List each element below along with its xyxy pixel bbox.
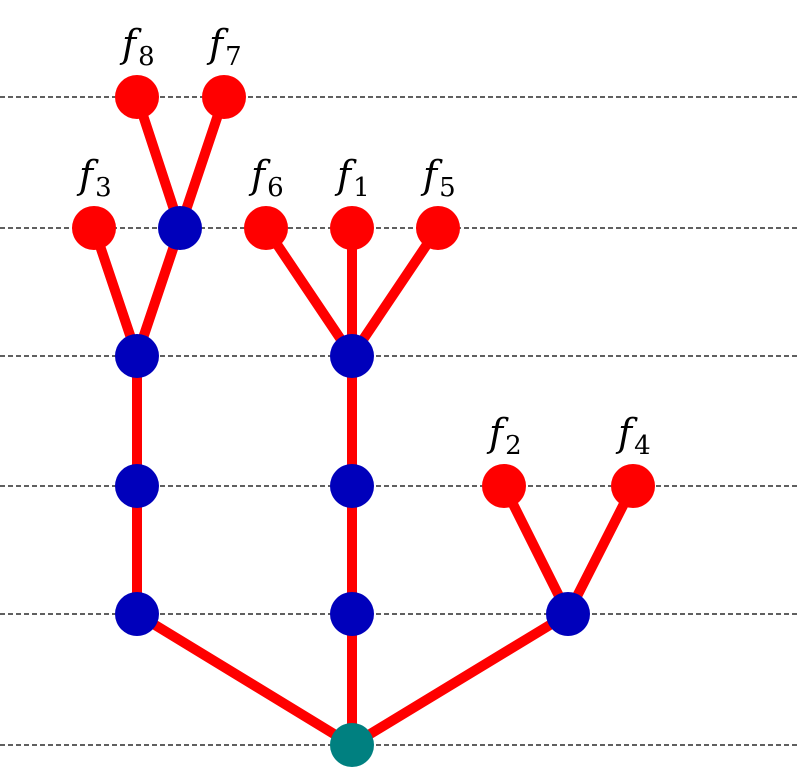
node-a3 bbox=[115, 334, 159, 378]
node-f6 bbox=[244, 206, 288, 250]
node-b3 bbox=[330, 334, 374, 378]
edge-a3-a4 bbox=[132, 223, 185, 361]
label-f3: f3 bbox=[76, 153, 112, 203]
label-f6: f6 bbox=[248, 153, 284, 203]
node-f2 bbox=[482, 464, 526, 508]
node-b1 bbox=[330, 592, 374, 636]
label-f2: f2 bbox=[486, 411, 522, 461]
label-f4: f4 bbox=[615, 411, 651, 461]
edge-root-a1 bbox=[132, 609, 357, 750]
node-a4 bbox=[158, 206, 202, 250]
node-f3 bbox=[72, 206, 116, 250]
label-f7: f7 bbox=[206, 22, 242, 72]
edge-a4-f7 bbox=[175, 92, 229, 233]
tree-nodes bbox=[72, 75, 655, 767]
edge-b3-f6 bbox=[261, 223, 357, 361]
node-f4 bbox=[611, 464, 655, 508]
node-a2 bbox=[115, 464, 159, 508]
node-f1 bbox=[330, 206, 374, 250]
label-f8: f8 bbox=[119, 22, 155, 72]
edge-root-c1 bbox=[347, 609, 573, 750]
label-f5: f5 bbox=[420, 153, 456, 203]
edge-a3-f3 bbox=[89, 223, 142, 361]
node-c1 bbox=[546, 592, 590, 636]
edge-b3-f5 bbox=[347, 223, 443, 361]
node-f8 bbox=[115, 75, 159, 119]
node-a1 bbox=[115, 592, 159, 636]
node-b2 bbox=[330, 464, 374, 508]
node-f5 bbox=[416, 206, 460, 250]
edge-a4-f8 bbox=[132, 92, 185, 233]
edge-c1-f2 bbox=[499, 481, 573, 619]
node-root bbox=[330, 723, 374, 767]
edge-c1-f4 bbox=[563, 481, 638, 619]
level-lines bbox=[0, 96, 800, 746]
label-f1: f1 bbox=[334, 153, 370, 203]
node-f7 bbox=[202, 75, 246, 119]
